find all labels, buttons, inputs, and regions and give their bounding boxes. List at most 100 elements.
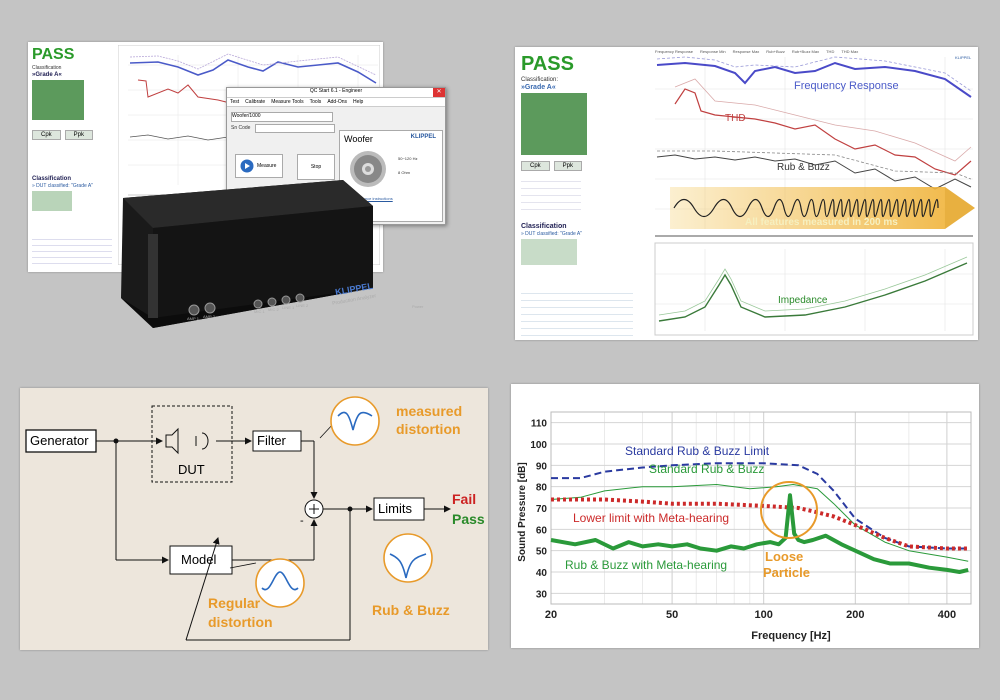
dialog-title: QC Start 6.1 - Engineer (227, 88, 445, 98)
legend-thd-max: THD Max (841, 49, 859, 54)
klippel-logo: KLIPPEL (410, 134, 436, 140)
x-tick-label: 200 (846, 609, 864, 621)
port-power: Power (412, 304, 424, 309)
class-result-right: » DUT classified: "Grade A" (521, 231, 582, 237)
sn-input[interactable] (255, 124, 335, 133)
annotation-particle: Particle (763, 565, 810, 580)
y-tick-label: 100 (530, 440, 547, 451)
stop-button[interactable]: Stop (297, 154, 335, 180)
menu-addons[interactable]: Add-Ons (327, 99, 348, 105)
legend-right: Frequency Response Response Min Response… (655, 49, 858, 54)
menu-calibrate[interactable]: Calibrate (245, 99, 266, 105)
loose-particle-marker (760, 481, 818, 539)
close-icon[interactable]: ✕ (433, 88, 445, 97)
series-line-3 (551, 497, 969, 551)
classification-label: Classification (32, 65, 62, 71)
generator-block: Generator (30, 433, 89, 448)
menu-help[interactable]: Help (353, 99, 364, 105)
parameter-table-right (521, 287, 633, 337)
x-tick-label: 100 (755, 609, 773, 621)
play-icon (240, 159, 254, 173)
rub-buzz-label: Rub & Buzz (372, 602, 450, 618)
block-diagram: Generator DUT Filter Model Limits Fail P… (20, 388, 488, 650)
label-features: All features measured in 200 ms (745, 217, 898, 228)
annotation-standard-limit: Standard Rub & Buzz Limit (625, 444, 770, 458)
classification-label-right: Classification: (521, 77, 559, 83)
menu-tools[interactable]: Tools (309, 99, 322, 105)
speaker-icon (350, 151, 386, 187)
y-tick-label: 70 (536, 504, 548, 515)
pass-indicator: PASS (32, 46, 75, 63)
classification-heading-right: Classification (521, 223, 567, 230)
stats-text (521, 175, 581, 215)
x-tick-label: 50 (666, 609, 678, 621)
spec-fs: 50~120 Hz (398, 156, 418, 161)
y-tick-label: 50 (536, 547, 548, 558)
fail-output: Fail (452, 491, 477, 507)
grade-label: »Grade A« (32, 72, 62, 78)
y-tick-label: 80 (536, 483, 548, 494)
chart-grid (550, 411, 972, 605)
diagram-connections (25, 396, 451, 641)
ppk-button-right[interactable]: Ppk (553, 161, 583, 171)
pass-indicator-right: PASS (521, 53, 574, 75)
chart-xlabel: Frequency [Hz] (751, 630, 831, 642)
measure-label: Measure (257, 163, 277, 169)
parameter-table (32, 234, 112, 266)
label-frequency-response: Frequency Response (794, 80, 899, 92)
x-tick-label: 400 (938, 609, 956, 621)
software-screenshot-right: PASS Classification: »Grade A« Cpk Ppk C… (515, 47, 978, 340)
cpk-button[interactable]: Cpk (32, 130, 61, 140)
pass-output: Pass (452, 511, 485, 527)
instructions-link[interactable]: Device balance instructions (344, 196, 393, 201)
classification-heading: Classification (32, 176, 72, 182)
class-result: » DUT classified: "Grade A" (32, 183, 93, 189)
sn-label: Sn Code (231, 125, 251, 131)
brand-right: KLIPPEL (955, 55, 972, 60)
result-table (32, 80, 84, 120)
y-tick-label: 60 (536, 525, 548, 536)
chart-ylabel: Sound Pressure [dB] (517, 462, 528, 561)
measure-button[interactable]: Measure (235, 154, 283, 178)
series-line-4 (550, 493, 969, 574)
cpk-button-right[interactable]: Cpk (521, 161, 550, 171)
distortion-word-2: distortion (208, 614, 273, 630)
result-table-right (521, 93, 587, 155)
label-thd: THD (725, 113, 746, 124)
regular-distortion-label: Regular distortion (208, 594, 273, 632)
ppk-button[interactable]: Ppk (64, 130, 94, 140)
annotation-standard-rub-buzz: Standard Rub & Buzz (649, 462, 764, 476)
class-table (32, 191, 72, 211)
annotation-lower-limit: Lower limit with Meta-hearing (573, 511, 729, 525)
y-tick-label: 30 (536, 589, 548, 600)
y-tick-label: 40 (536, 568, 548, 579)
legend-response-max: Response Max (732, 49, 760, 54)
spec-z: 8 Ohm (398, 170, 411, 175)
filter-block: Filter (257, 433, 286, 448)
plot-frame (550, 411, 972, 605)
y-tick-label: 110 (531, 419, 548, 430)
production-analyzer-device (121, 180, 373, 328)
measured-word: measured (396, 403, 463, 419)
stats-buttons: Cpk Ppk (32, 130, 94, 140)
distortion-word: distortion (396, 421, 461, 437)
legend-rub-buzz-max: Rub+Buzz Max (791, 49, 820, 54)
device-info-panel: Woofer KLIPPEL 50~120 Hz 8 Ohm Device ba… (339, 130, 443, 222)
minus-sign: - (300, 515, 304, 527)
menu-measure-tools[interactable]: Measure Tools (271, 99, 304, 105)
test-select[interactable]: Woofer/1000 (231, 112, 333, 122)
menu-test[interactable]: Test (230, 99, 240, 105)
chart-lines (550, 462, 969, 574)
model-block: Model (181, 552, 217, 567)
port-mic2: MIC 2 (268, 307, 279, 312)
port-line2: LINE 2 (296, 303, 309, 308)
measured-distortion-label: measured distortion (396, 402, 462, 438)
port-mic1: MIC 1 (254, 309, 265, 314)
device-ports (188, 293, 305, 316)
regular-word: Regular (208, 595, 261, 611)
grade-label-right: »Grade A« (521, 84, 556, 91)
port-amp1: AMP 1 (187, 316, 199, 321)
